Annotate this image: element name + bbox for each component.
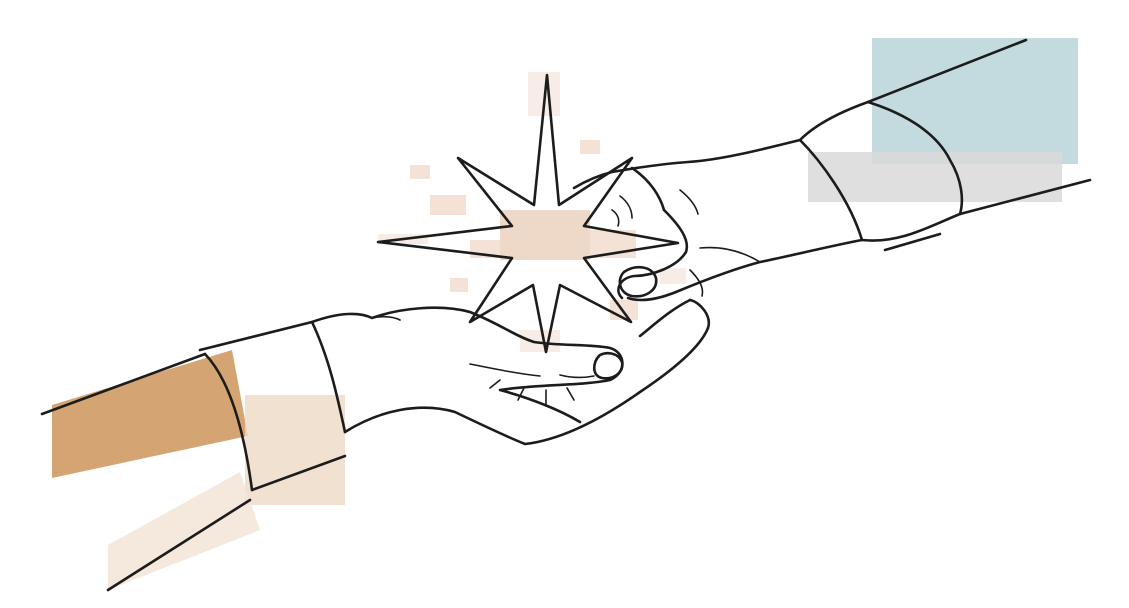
star-glow-pixels <box>378 72 686 352</box>
reaching-hand-icon <box>572 138 864 302</box>
open-palm-hand-icon <box>310 298 711 446</box>
right-sleeve-color <box>808 38 1078 202</box>
left-sleeve-color <box>52 350 345 590</box>
eight-point-star-icon <box>376 73 680 354</box>
left-arm-outline <box>40 320 347 592</box>
right-arm-outline <box>798 38 1092 252</box>
sparkle-strokes <box>489 379 575 407</box>
